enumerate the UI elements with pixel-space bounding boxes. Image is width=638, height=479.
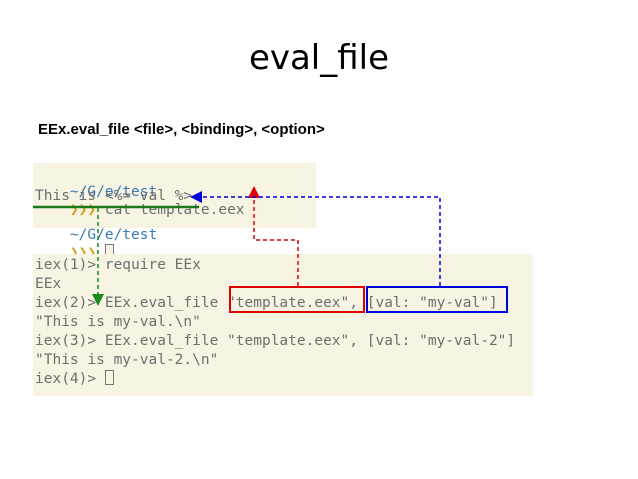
iex-line: iex(2)> EEx.eval_file "template.eex", [v… (35, 295, 498, 311)
shell-line-cat: ~/G/e/test ❯❯❯ cat template.eex (35, 165, 245, 218)
iex-line: "This is my-val.\n" (35, 314, 201, 330)
shell-path: ~/G/e/test (69, 227, 158, 243)
file-argument-highlight (229, 286, 365, 313)
iex-line: "This is my-val-2.\n" (35, 352, 219, 368)
shell-line-template-content: This is <%= val %> (35, 188, 193, 204)
cursor-icon (104, 370, 114, 385)
iex-line: EEx (35, 276, 62, 292)
iex-terminal: iex(1)> require EEx EEx iex(2)> EEx.eval… (33, 254, 533, 396)
slide-title: eval_file (248, 38, 390, 78)
shell-line-prompt: ~/G/e/test ❯❯❯ (35, 208, 157, 261)
iex-line: iex(1)> require EEx (35, 257, 201, 273)
function-signature: EEx.eval_file <file>, <binding>, <option… (38, 121, 325, 138)
binding-argument-highlight (366, 286, 508, 313)
shell-path: ~/G/e/test (69, 184, 158, 200)
iex-line: iex(3)> EEx.eval_file "template.eex", [v… (35, 333, 516, 349)
shell-terminal: ~/G/e/test ❯❯❯ cat template.eex This is … (33, 163, 316, 261)
iex-line-prompt: iex(4)> (35, 370, 114, 388)
